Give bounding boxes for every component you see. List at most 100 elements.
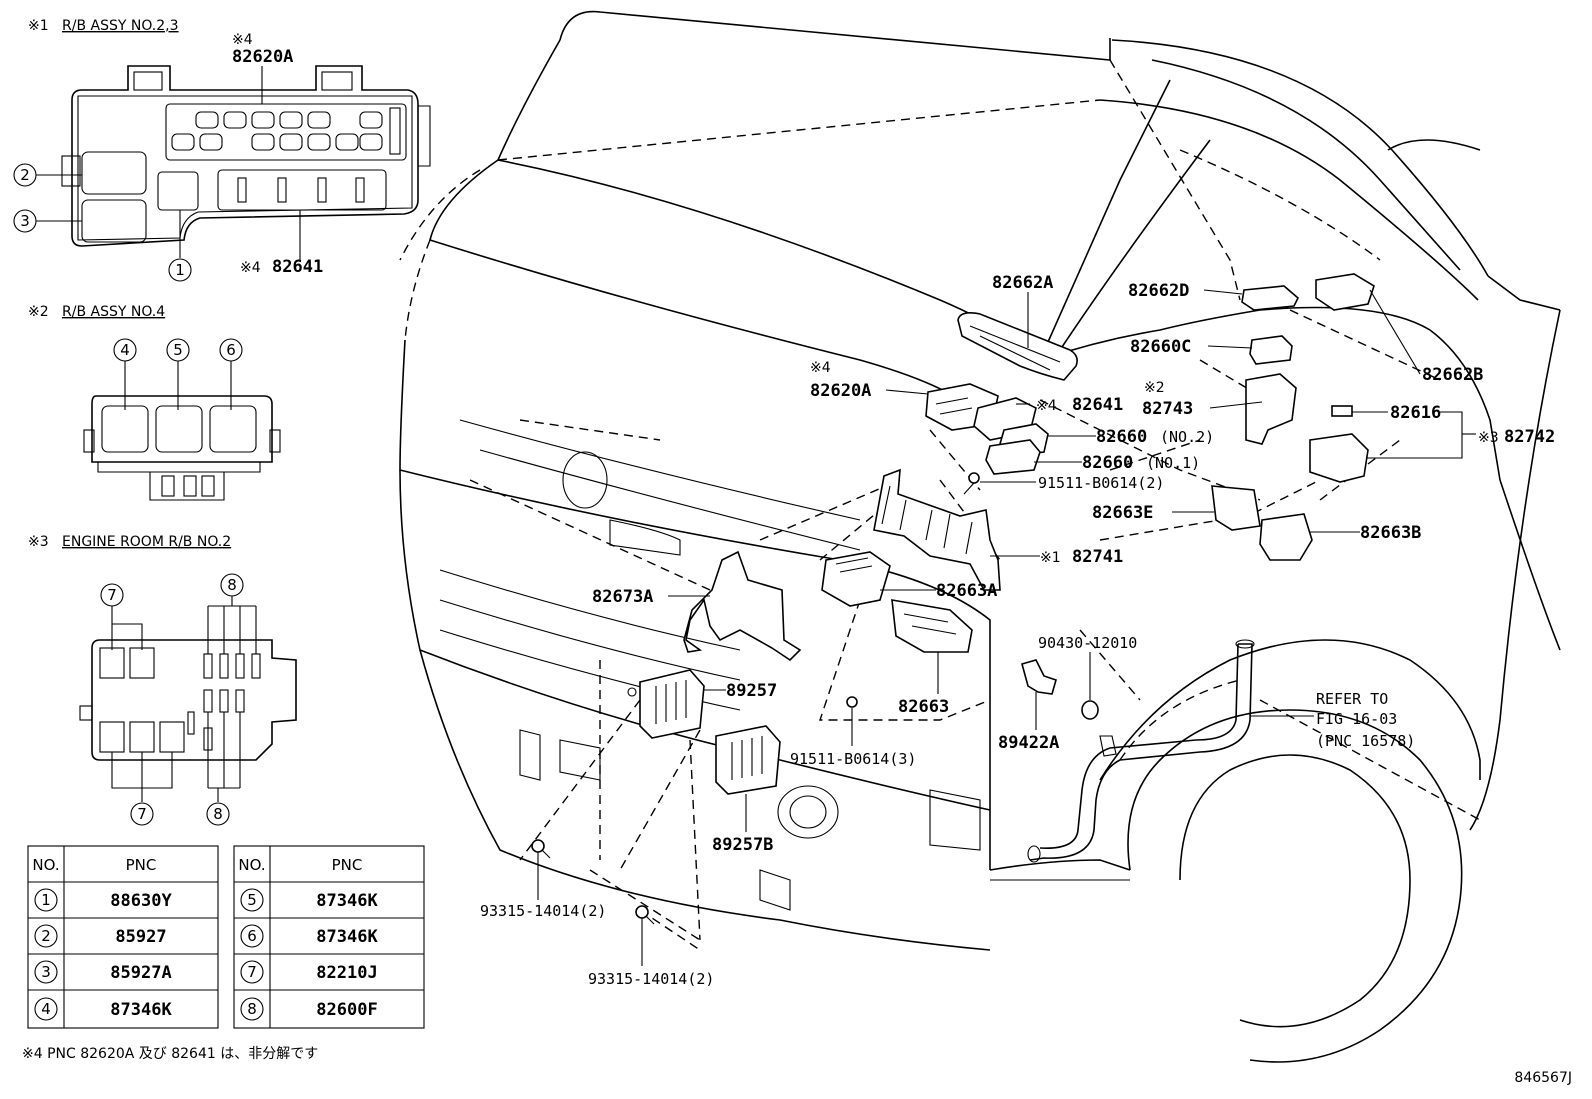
inset1-note4-bottom: ※4 bbox=[240, 260, 261, 276]
table-left-row-no: 2 bbox=[41, 927, 51, 945]
inset1-title: R/B ASSY NO.2,3 bbox=[62, 18, 179, 34]
label-82743: 82743 bbox=[1142, 399, 1193, 419]
table-right-row-pnc: 87346K bbox=[316, 927, 378, 947]
part-82660-no1 bbox=[985, 439, 1041, 475]
inset1-circle-1: 1 bbox=[175, 261, 185, 279]
inset1-label-82641: 82641 bbox=[272, 257, 323, 277]
table-right-row-pnc: 82600F bbox=[316, 1000, 377, 1020]
table-right-header-no: NO. bbox=[238, 856, 265, 874]
label-mark4a: ※4 bbox=[810, 360, 831, 376]
inset1-note4-top: ※4 bbox=[232, 32, 253, 48]
label-89422a: 89422A bbox=[998, 733, 1059, 753]
table-right-row-no: 5 bbox=[247, 891, 257, 909]
part-82742 bbox=[1309, 433, 1369, 483]
label-91511-b0614-3: 91511-B0614(3) bbox=[790, 750, 916, 768]
inset3-circle-7-bottom: 7 bbox=[137, 805, 147, 823]
inset2-mark: ※2 bbox=[28, 304, 49, 320]
pipe-16578 bbox=[1029, 643, 1253, 861]
part-91511-bolt-3 bbox=[846, 696, 858, 708]
label-82741: 82741 bbox=[1072, 547, 1123, 567]
table-left-row-pnc: 85927 bbox=[115, 927, 166, 947]
inset1-mark: ※1 bbox=[28, 18, 49, 34]
label-82660-no2-sub: (NO.2) bbox=[1160, 428, 1214, 446]
vehicle-outline bbox=[399, 10, 1561, 1063]
table-left-row-no: 3 bbox=[41, 963, 51, 981]
inset-engine-room-rb-no2: ※3 ENGINE ROOM R/B NO.2 7 8 7 8 bbox=[28, 534, 297, 826]
label-mark2: ※2 bbox=[1144, 380, 1165, 396]
table-left-row-pnc: 85927A bbox=[110, 963, 171, 983]
table-right-row-no: 6 bbox=[247, 927, 257, 945]
label-refer-fig: FIG 16-03 bbox=[1316, 710, 1397, 728]
label-82662b: 82662B bbox=[1422, 365, 1483, 385]
label-93315-14014-b: 93315-14014(2) bbox=[588, 970, 714, 988]
inset2-circle-6: 6 bbox=[226, 341, 236, 359]
label-82660-no2: 82660 bbox=[1096, 427, 1147, 447]
table-left-header-no: NO. bbox=[32, 856, 59, 874]
inset2-circle-5: 5 bbox=[173, 341, 183, 359]
table-left-row-no: 4 bbox=[41, 1000, 51, 1018]
label-refer-to: REFER TO bbox=[1316, 690, 1388, 708]
label-82673a: 82673A bbox=[592, 587, 653, 607]
callout-leaders bbox=[537, 289, 1476, 966]
label-82662d: 82662D bbox=[1128, 281, 1189, 301]
inset3-circle-8-bottom: 8 bbox=[213, 805, 223, 823]
label-82663: 82663 bbox=[898, 697, 949, 717]
label-mark4b: ※4 bbox=[1036, 398, 1057, 414]
inset3-title: ENGINE ROOM R/B NO.2 bbox=[62, 534, 231, 550]
part-89257b bbox=[715, 725, 781, 795]
figure-code: 846567J bbox=[1514, 1070, 1572, 1086]
label-mark3: ※3 bbox=[1478, 430, 1499, 446]
part-82743 bbox=[1245, 373, 1297, 445]
inset-rb-assy-no4: ※2 R/B ASSY NO.4 4 5 6 bbox=[28, 304, 281, 501]
label-89257b: 89257B bbox=[712, 835, 773, 855]
part-89422a bbox=[1021, 659, 1057, 695]
part-82673a bbox=[683, 550, 802, 662]
label-90430-12010: 90430-12010 bbox=[1038, 634, 1137, 652]
pnc-table-left: NO. PNC 1 88630Y 2 85927 3 85927A 4 8734… bbox=[27, 845, 219, 1029]
table-right-row-no: 7 bbox=[247, 963, 257, 981]
label-82641: 82641 bbox=[1072, 395, 1123, 415]
part-82663b bbox=[1259, 513, 1313, 561]
label-82663e: 82663E bbox=[1092, 503, 1153, 523]
inset1-label-82620a: 82620A bbox=[232, 47, 293, 67]
label-82663a: 82663A bbox=[936, 581, 997, 601]
table-right-header-pnc: PNC bbox=[332, 856, 363, 874]
label-82660-no1-sub: (NO.1) bbox=[1146, 454, 1200, 472]
inset1-circle-2: 2 bbox=[20, 166, 30, 184]
inset2-circle-4: 4 bbox=[120, 341, 130, 359]
part-90430-gasket bbox=[1081, 700, 1099, 720]
inset1-circle-3: 3 bbox=[20, 212, 30, 230]
inset3-circle-8-top: 8 bbox=[227, 576, 237, 594]
label-82663b: 82663B bbox=[1360, 523, 1421, 543]
table-left-row-pnc: 87346K bbox=[110, 1000, 172, 1020]
inset-rb-assy-no23: ※1 R/B ASSY NO.2,3 ※4 82620A bbox=[13, 18, 431, 282]
label-mark1: ※1 bbox=[1040, 550, 1061, 566]
table-right-row-no: 8 bbox=[247, 1000, 257, 1018]
parts bbox=[531, 273, 1375, 925]
label-89257: 89257 bbox=[726, 681, 777, 701]
inset3-circle-7-top: 7 bbox=[107, 586, 117, 604]
part-82616 bbox=[1331, 405, 1353, 417]
label-82660c: 82660C bbox=[1130, 337, 1191, 357]
label-82662a: 82662A bbox=[992, 273, 1053, 293]
label-82620a: 82620A bbox=[810, 381, 871, 401]
part-82662d bbox=[1241, 285, 1299, 311]
part-91511-bolt-2 bbox=[968, 472, 980, 484]
inset2-title: R/B ASSY NO.4 bbox=[62, 304, 165, 320]
label-82660-no1: 82660 bbox=[1082, 453, 1133, 473]
label-82616: 82616 bbox=[1390, 403, 1441, 423]
part-82662b bbox=[1315, 273, 1375, 311]
footnote: ※4 PNC 82620A 及び 82641 は、非分解です bbox=[22, 1046, 318, 1062]
part-82660c bbox=[1249, 335, 1293, 365]
table-right-row-pnc: 82210J bbox=[316, 963, 377, 983]
part-82663e bbox=[1211, 485, 1261, 531]
inset3-mark: ※3 bbox=[28, 534, 49, 550]
label-93315-14014-a: 93315-14014(2) bbox=[480, 902, 606, 920]
table-left-header-pnc: PNC bbox=[126, 856, 157, 874]
pnc-table-right: NO. PNC 5 87346K 6 87346K 7 82210J 8 826… bbox=[233, 845, 425, 1029]
part-82662a bbox=[957, 312, 1078, 381]
table-left-row-no: 1 bbox=[41, 891, 51, 909]
part-89257 bbox=[639, 669, 705, 739]
table-left-row-pnc: 88630Y bbox=[110, 891, 172, 911]
